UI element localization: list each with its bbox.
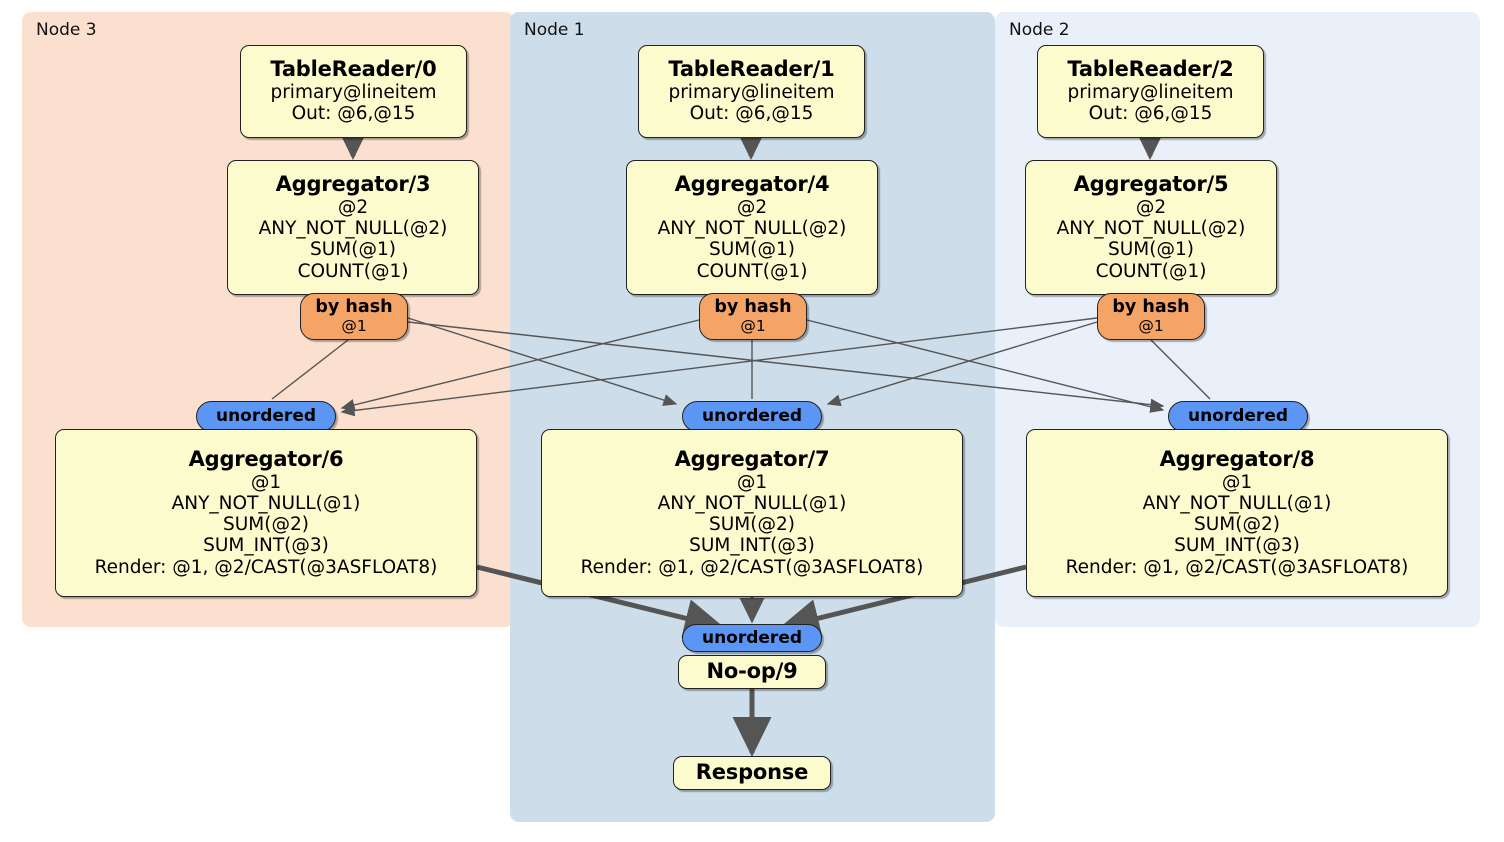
node-aggregator-5[interactable]: Aggregator/5 @2 ANY_NOT_NULL(@2) SUM(@1)… xyxy=(1025,160,1277,295)
router-unordered-6[interactable]: unordered xyxy=(196,401,336,432)
node-title: Aggregator/7 xyxy=(674,447,830,472)
panel-label-node-1: Node 1 xyxy=(524,20,585,40)
panel-label-node-3: Node 3 xyxy=(36,20,97,40)
router-title: by hash xyxy=(1112,297,1190,318)
router-by-hash-4[interactable]: by hash @1 xyxy=(699,293,807,340)
node-line: COUNT(@1) xyxy=(1095,260,1207,282)
node-line: Out: @6,@15 xyxy=(291,103,416,125)
node-line: SUM(@2) xyxy=(1194,514,1280,536)
router-sub: @1 xyxy=(341,316,367,335)
node-aggregator-6[interactable]: Aggregator/6 @1 ANY_NOT_NULL(@1) SUM(@2)… xyxy=(55,429,477,597)
node-line: @1 xyxy=(1221,471,1253,493)
node-table-reader-1[interactable]: TableReader/1 primary@lineitem Out: @6,@… xyxy=(638,45,865,138)
node-aggregator-7[interactable]: Aggregator/7 @1 ANY_NOT_NULL(@1) SUM(@2)… xyxy=(541,429,963,597)
router-unordered-8[interactable]: unordered xyxy=(1168,401,1308,432)
node-line: @2 xyxy=(337,196,369,218)
panel-label-node-2: Node 2 xyxy=(1009,20,1070,40)
node-response[interactable]: Response xyxy=(673,756,831,790)
node-title: TableReader/0 xyxy=(270,57,437,82)
node-aggregator-4[interactable]: Aggregator/4 @2 ANY_NOT_NULL(@2) SUM(@1)… xyxy=(626,160,878,295)
node-line: SUM(@2) xyxy=(223,514,309,536)
node-title: No-op/9 xyxy=(706,659,798,684)
node-table-reader-2[interactable]: TableReader/2 primary@lineitem Out: @6,@… xyxy=(1037,45,1264,138)
node-line: COUNT(@1) xyxy=(297,260,409,282)
node-title: TableReader/2 xyxy=(1067,57,1234,82)
node-aggregator-8[interactable]: Aggregator/8 @1 ANY_NOT_NULL(@1) SUM(@2)… xyxy=(1026,429,1448,597)
node-line: ANY_NOT_NULL(@2) xyxy=(657,217,847,239)
node-line: SUM_INT(@3) xyxy=(1174,535,1300,557)
node-line: primary@lineitem xyxy=(668,81,835,103)
node-title: Aggregator/5 xyxy=(1073,172,1229,197)
node-title: Aggregator/6 xyxy=(188,447,344,472)
node-line: @1 xyxy=(250,471,282,493)
node-line: ANY_NOT_NULL(@2) xyxy=(1056,217,1246,239)
node-line: primary@lineitem xyxy=(1067,81,1234,103)
router-title: unordered xyxy=(1187,406,1289,426)
node-title: Response xyxy=(695,760,809,785)
node-line: Render: @1, @2/CAST(@3ASFLOAT8) xyxy=(94,556,438,578)
node-title: Aggregator/4 xyxy=(674,172,830,197)
node-line: SUM(@1) xyxy=(709,239,795,261)
node-line: Out: @6,@15 xyxy=(689,103,814,125)
router-title: unordered xyxy=(215,406,317,426)
node-line: ANY_NOT_NULL(@1) xyxy=(657,492,847,514)
router-sub: @1 xyxy=(1138,316,1164,335)
node-line: SUM_INT(@3) xyxy=(689,535,815,557)
node-line: @2 xyxy=(736,196,768,218)
router-title: unordered xyxy=(701,406,803,426)
node-line: primary@lineitem xyxy=(270,81,437,103)
node-table-reader-0[interactable]: TableReader/0 primary@lineitem Out: @6,@… xyxy=(240,45,467,138)
node-line: @1 xyxy=(736,471,768,493)
node-line: Render: @1, @2/CAST(@3ASFLOAT8) xyxy=(580,556,924,578)
router-sub: @1 xyxy=(740,316,766,335)
node-line: SUM(@1) xyxy=(310,239,396,261)
router-by-hash-3[interactable]: by hash @1 xyxy=(300,293,408,340)
node-no-op-9[interactable]: No-op/9 xyxy=(678,655,826,689)
router-unordered-7[interactable]: unordered xyxy=(682,401,822,432)
node-line: ANY_NOT_NULL(@1) xyxy=(1142,492,1332,514)
node-aggregator-3[interactable]: Aggregator/3 @2 ANY_NOT_NULL(@2) SUM(@1)… xyxy=(227,160,479,295)
node-title: Aggregator/3 xyxy=(275,172,431,197)
router-title: by hash xyxy=(714,297,792,318)
node-title: TableReader/1 xyxy=(668,57,835,82)
router-unordered-final[interactable]: unordered xyxy=(682,624,822,652)
node-line: COUNT(@1) xyxy=(696,260,808,282)
router-by-hash-5[interactable]: by hash @1 xyxy=(1097,293,1205,340)
node-line: @2 xyxy=(1135,196,1167,218)
node-title: Aggregator/8 xyxy=(1159,447,1315,472)
node-line: Out: @6,@15 xyxy=(1088,103,1213,125)
node-line: SUM(@2) xyxy=(709,514,795,536)
node-line: Render: @1, @2/CAST(@3ASFLOAT8) xyxy=(1065,556,1409,578)
node-line: SUM_INT(@3) xyxy=(203,535,329,557)
node-line: SUM(@1) xyxy=(1108,239,1194,261)
router-title: unordered xyxy=(701,627,803,648)
node-line: ANY_NOT_NULL(@2) xyxy=(258,217,448,239)
node-line: ANY_NOT_NULL(@1) xyxy=(171,492,361,514)
router-title: by hash xyxy=(315,297,393,318)
